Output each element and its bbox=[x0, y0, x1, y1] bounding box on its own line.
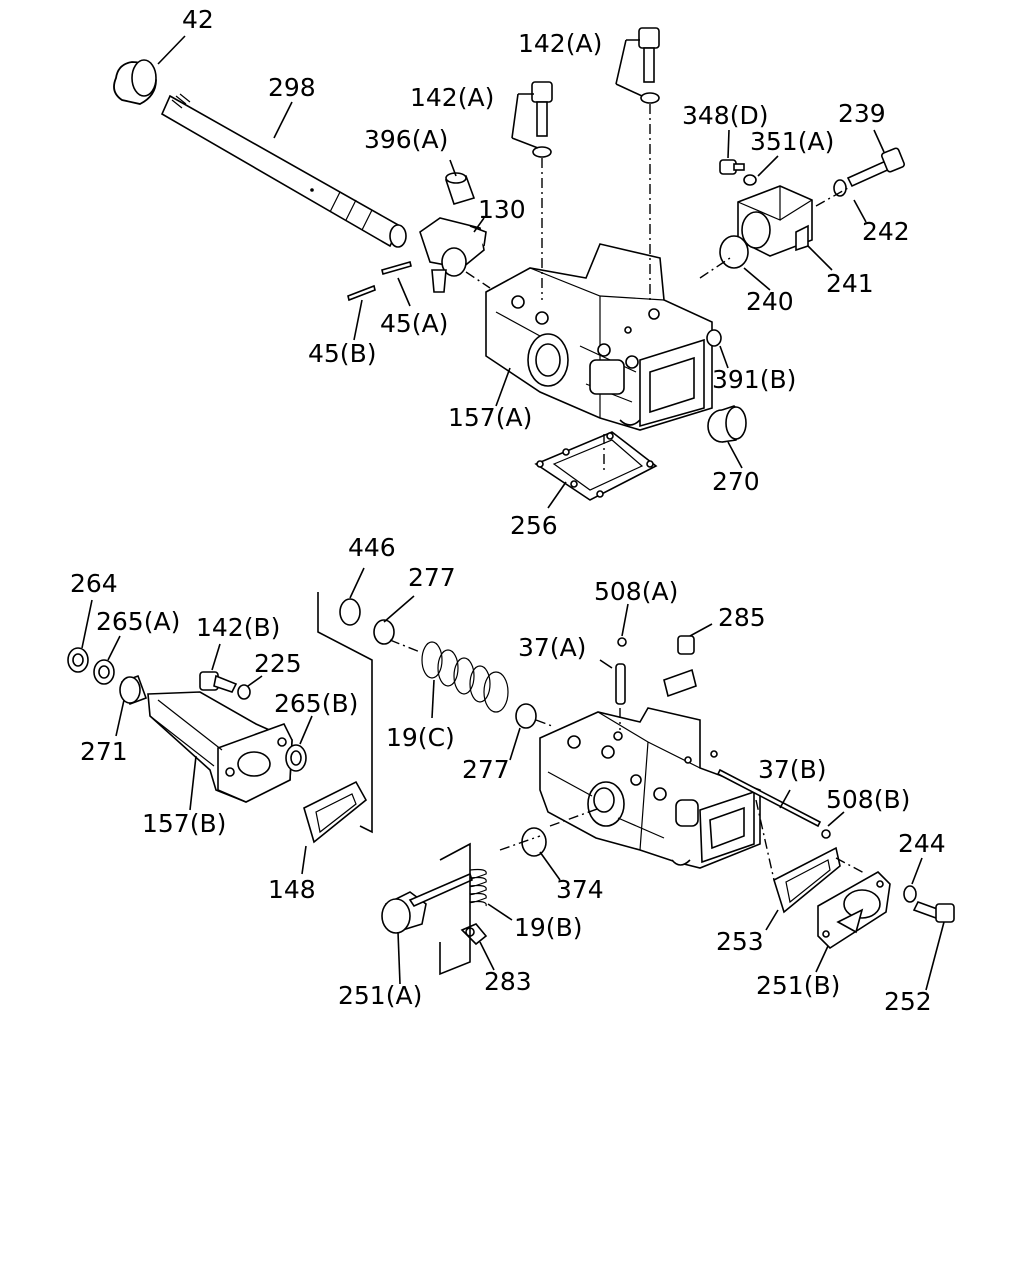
callout-396a: 396(A) bbox=[364, 125, 448, 154]
callout-251b: 251(B) bbox=[756, 971, 840, 1000]
lower-leader-lines bbox=[81, 567, 945, 991]
part-37b-rod bbox=[716, 768, 822, 828]
part-142a-bolt-1 bbox=[531, 81, 553, 158]
part-277-snap-ring-1 bbox=[373, 619, 395, 645]
part-251b-cover bbox=[817, 871, 891, 950]
part-251a-plunger bbox=[381, 872, 473, 934]
part-244-washer bbox=[903, 885, 917, 903]
part-271-bushing bbox=[119, 674, 148, 706]
part-265a-seal bbox=[93, 659, 115, 685]
part-283-lever bbox=[460, 923, 488, 946]
callout-391b: 391(B) bbox=[712, 365, 796, 394]
callout-251a: 251(A) bbox=[338, 981, 422, 1010]
callout-277-1: 277 bbox=[408, 563, 456, 592]
part-265b-seal bbox=[285, 744, 307, 772]
callout-142a-2: 142(A) bbox=[518, 29, 602, 58]
callout-283: 283 bbox=[484, 967, 532, 996]
part-508b-ball bbox=[821, 829, 831, 839]
callout-446: 446 bbox=[348, 533, 396, 562]
callout-42: 42 bbox=[182, 5, 214, 34]
part-256-gasket bbox=[534, 431, 658, 501]
callout-242: 242 bbox=[862, 217, 910, 246]
callout-142a-1: 142(A) bbox=[410, 83, 494, 112]
callout-374: 374 bbox=[556, 875, 604, 904]
callout-298: 298 bbox=[268, 73, 316, 102]
part-lower-housing bbox=[539, 707, 761, 869]
callout-270: 270 bbox=[712, 467, 760, 496]
part-241-cover bbox=[737, 185, 813, 257]
part-142a-bolt-2 bbox=[638, 27, 660, 104]
callout-19b: 19(B) bbox=[514, 913, 582, 942]
callout-277-2: 277 bbox=[462, 755, 510, 784]
callout-285: 285 bbox=[718, 603, 766, 632]
part-42-cap bbox=[113, 59, 157, 105]
part-348d-bolt bbox=[719, 159, 745, 175]
part-19b-spring bbox=[469, 868, 487, 907]
callout-253: 253 bbox=[716, 927, 764, 956]
part-277-snap-ring-2 bbox=[515, 703, 537, 729]
part-240-gasket bbox=[719, 235, 749, 269]
callout-130: 130 bbox=[478, 195, 526, 224]
part-252-bolt bbox=[912, 901, 955, 923]
part-298-shaft bbox=[160, 93, 407, 248]
group-bracket-bottom bbox=[439, 842, 471, 976]
callout-508a: 508(A) bbox=[594, 577, 678, 606]
part-37a-pin bbox=[615, 663, 626, 705]
part-446-snap-ring bbox=[339, 598, 361, 626]
callout-157b: 157(B) bbox=[142, 809, 226, 838]
callout-265b: 265(B) bbox=[274, 689, 358, 718]
part-396a-bolt bbox=[444, 172, 476, 205]
callout-252: 252 bbox=[884, 987, 932, 1016]
upper-leader-lines bbox=[157, 35, 885, 509]
callout-351a: 351(A) bbox=[750, 127, 834, 156]
part-148-gasket bbox=[303, 780, 368, 844]
callout-240: 240 bbox=[746, 287, 794, 316]
callout-37b: 37(B) bbox=[758, 755, 826, 784]
part-157a-housing bbox=[485, 243, 713, 431]
part-45b-pin bbox=[347, 284, 376, 302]
callout-142b: 142(B) bbox=[196, 613, 280, 642]
part-391b-plug bbox=[706, 329, 722, 347]
part-285-switch bbox=[663, 635, 697, 698]
callout-19c: 19(C) bbox=[386, 723, 455, 752]
callout-264: 264 bbox=[70, 569, 118, 598]
callout-271: 271 bbox=[80, 737, 128, 766]
callout-225: 225 bbox=[254, 649, 302, 678]
part-142b-bolt bbox=[199, 671, 238, 693]
part-351a-washer bbox=[743, 174, 757, 186]
callout-148: 148 bbox=[268, 875, 316, 904]
callout-45a: 45(A) bbox=[380, 309, 448, 338]
callout-157a: 157(A) bbox=[448, 403, 532, 432]
part-242-washer bbox=[833, 179, 847, 197]
part-19c-spring bbox=[421, 641, 509, 713]
callout-508b: 508(B) bbox=[826, 785, 910, 814]
part-225-washer bbox=[237, 684, 251, 700]
part-157b-housing bbox=[147, 691, 293, 803]
callout-241: 241 bbox=[826, 269, 874, 298]
callout-37a: 37(A) bbox=[518, 633, 586, 662]
part-270-bearing bbox=[707, 405, 747, 443]
part-45a-pin bbox=[381, 261, 412, 275]
callout-239: 239 bbox=[838, 99, 886, 128]
part-253-gasket bbox=[773, 846, 841, 914]
callout-labels: 42 298 142(A) 142(A) 396(A) 130 348(D) 3… bbox=[70, 5, 946, 1016]
part-239-bolt bbox=[846, 147, 905, 188]
callout-244: 244 bbox=[898, 829, 946, 858]
callout-256: 256 bbox=[510, 511, 558, 540]
part-374-disc bbox=[521, 827, 547, 857]
part-264-seal bbox=[67, 647, 89, 673]
callout-45b: 45(B) bbox=[308, 339, 376, 368]
callout-265a: 265(A) bbox=[96, 607, 180, 636]
part-508a-ball bbox=[617, 637, 627, 647]
group-bracket-left bbox=[317, 592, 373, 834]
callout-348d: 348(D) bbox=[682, 101, 768, 130]
